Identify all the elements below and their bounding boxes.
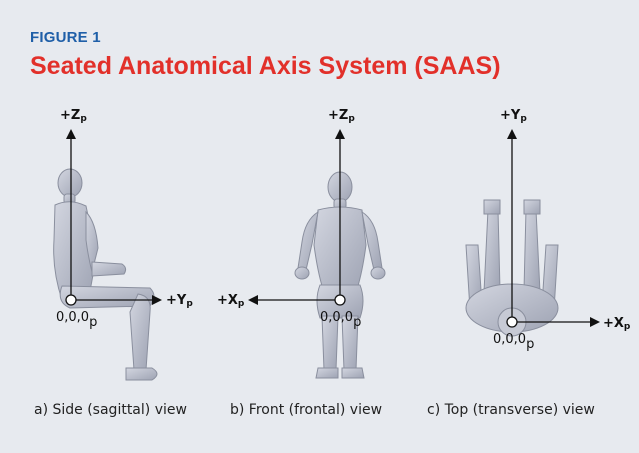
origin-label: 0,0,0p [56, 310, 97, 330]
caption-side-view: a) Side (sagittal) view [34, 402, 187, 418]
front-view-group: +Zp +Xp 0,0,0p [217, 108, 385, 378]
origin-marker [507, 317, 517, 327]
axis-label-horizontal: +Xp [603, 316, 631, 332]
side-view-group: +Zp +Yp 0,0,0p [54, 108, 194, 380]
seated-body-side [54, 169, 157, 380]
axis-label-vertical: +Zp [328, 108, 355, 124]
origin-marker [66, 295, 76, 305]
axis-label-vertical: +Zp [60, 108, 87, 124]
origin-label: 0,0,0p [493, 332, 534, 352]
origin-marker [335, 295, 345, 305]
top-view-group: +Yp +Xp 0,0,0p [466, 108, 631, 352]
caption-front-view: b) Front (frontal) view [230, 402, 382, 418]
axis-group-b: +Zp +Xp 0,0,0p [217, 108, 361, 330]
axis-label-horizontal: +Yp [166, 293, 193, 309]
caption-top-view: c) Top (transverse) view [427, 402, 595, 418]
axis-label-vertical: +Yp [500, 108, 527, 124]
axis-label-horizontal: +Xp [217, 293, 245, 309]
